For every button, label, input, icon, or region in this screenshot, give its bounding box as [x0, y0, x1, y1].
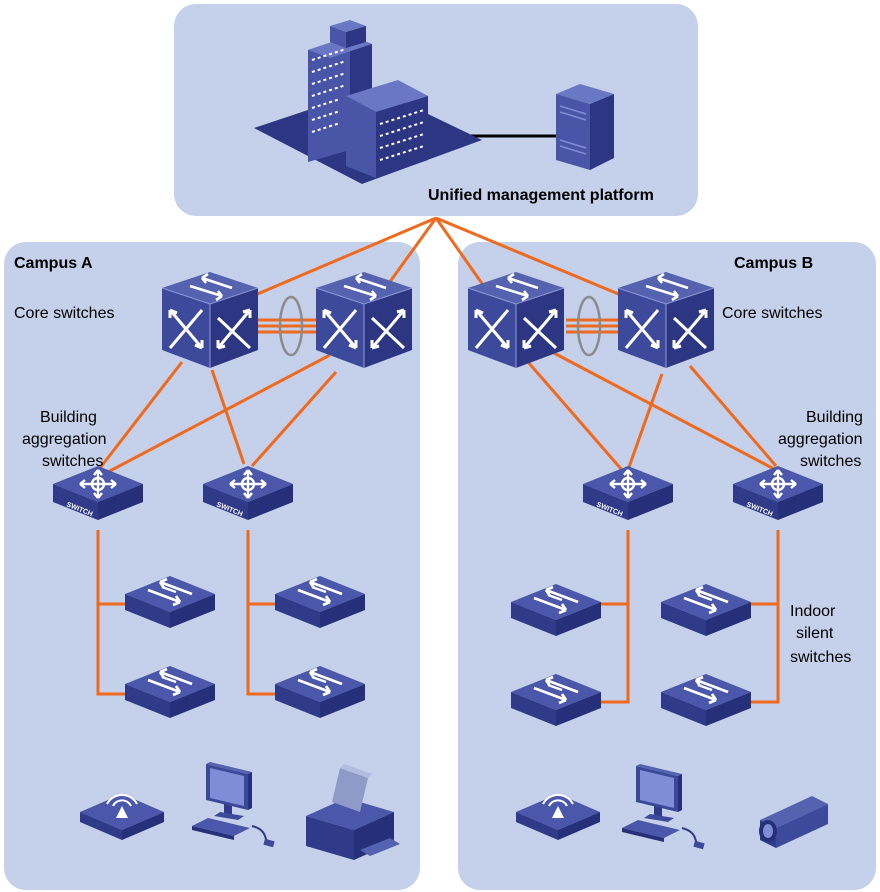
stack-ring-a [278, 295, 304, 357]
campus-a-agg-label-line2: aggregation [22, 431, 107, 448]
campus-b-title: Campus B [734, 255, 813, 272]
stack-ring-b [576, 295, 602, 357]
campus-b-agg-label-line1: Building [806, 409, 863, 426]
campus-a-agg-label-line3: switches [42, 453, 103, 470]
campus-b-panel [458, 242, 876, 890]
campus-a-title: Campus A [14, 255, 93, 272]
network-links [96, 134, 780, 704]
management-platform-label: Unified management platform [428, 187, 654, 204]
campus-a-core-switch-2 [314, 270, 414, 370]
campus-b-core-switch-1 [466, 270, 566, 370]
management-panel [174, 4, 698, 216]
campus-a-panel [4, 242, 420, 890]
campus-a-core-switch-1 [160, 270, 260, 370]
campus-a-agg-label-line1: Building [40, 409, 97, 426]
campus-a-core-label: Core switches [14, 305, 114, 322]
campus-b-agg-label-line3: switches [800, 453, 861, 470]
campus-b-silent-label-line3: switches [790, 649, 851, 666]
campus-b-agg-label-line2: aggregation [778, 431, 863, 448]
campus-b-core-label: Core switches [722, 305, 822, 322]
campus-b-silent-label-line2: silent [796, 625, 834, 642]
office-building-icon [254, 20, 482, 184]
server-tower-icon [556, 84, 614, 170]
campus-b-core-switch-2 [616, 270, 716, 370]
campus-b-silent-label-line1: Indoor [790, 603, 836, 620]
